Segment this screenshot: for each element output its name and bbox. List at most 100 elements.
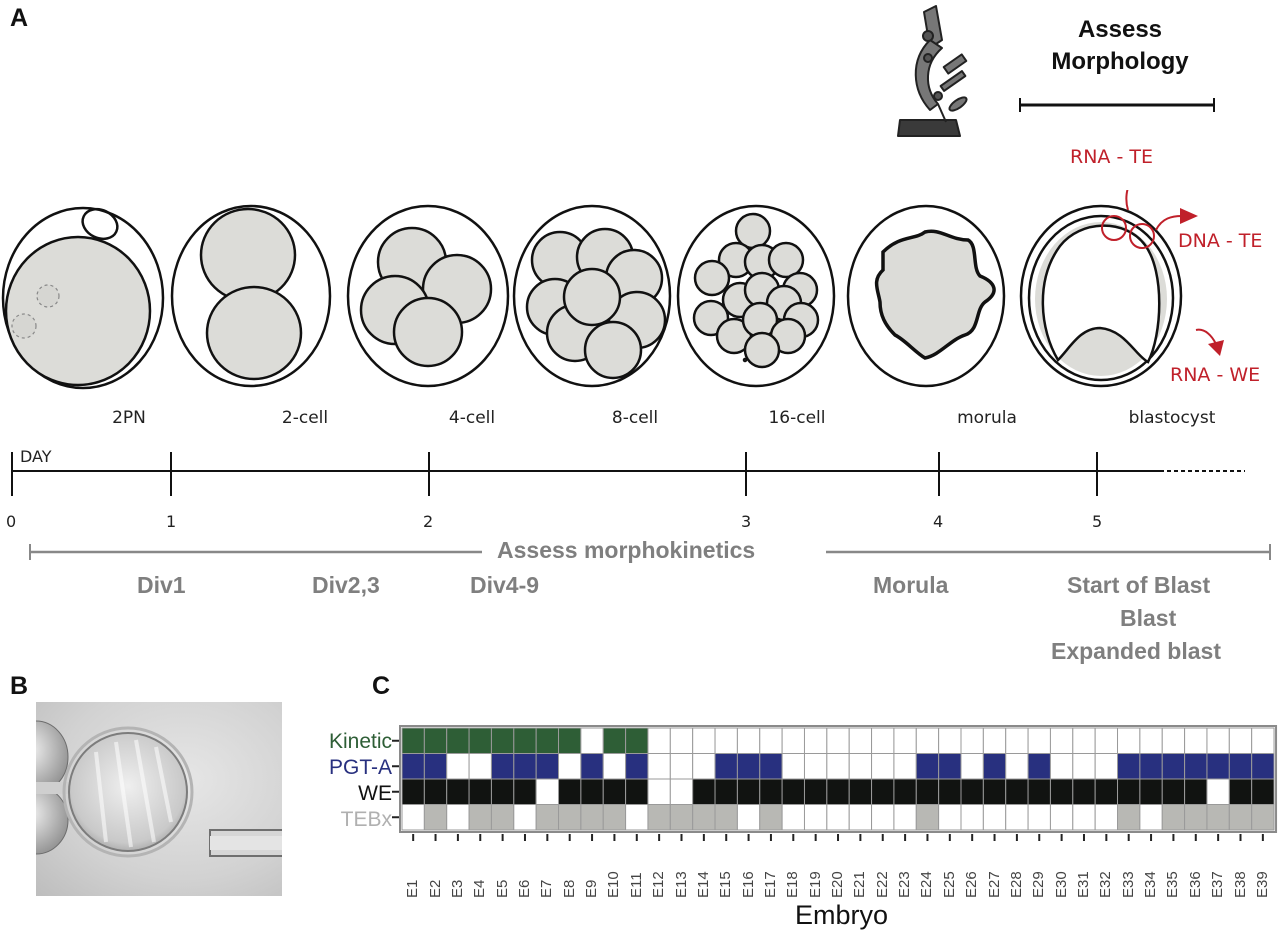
heatmap-cell-we-e12 [647, 778, 671, 805]
heatmap-cell-pgt-a-e11 [625, 753, 649, 780]
column-label-e4: E4 [471, 879, 489, 898]
heatmap-cell-pgt-a-e6 [513, 753, 537, 780]
heatmap-cell-pgt-a-e33 [1117, 753, 1141, 780]
panel-c-letter: C [372, 672, 391, 700]
heatmap-cell-kinetic-e16 [736, 727, 761, 754]
heatmap-cell-tebx-e9 [580, 804, 604, 831]
heatmap-cell-pgt-a-e14 [692, 753, 716, 780]
heatmap-cell-pgt-a-e2 [423, 753, 448, 780]
assess-morphology-line-2: Morphology [1051, 48, 1189, 75]
column-label-e23: E23 [896, 871, 914, 898]
heatmap-cell-kinetic-e6 [513, 727, 537, 754]
heatmap-cell-we-e39 [1251, 778, 1275, 805]
row-label-tebx: TEBx [340, 808, 392, 831]
heatmap-cell-pgt-a-e18 [781, 753, 805, 780]
heatmap-cell-pgt-a-e32 [1094, 753, 1119, 780]
heatmap-cell-tebx-e6 [513, 804, 537, 831]
heatmap-cell-we-e32 [1094, 778, 1119, 805]
heatmap-cell-pgt-a-e26 [960, 753, 984, 780]
day-tick-1: 1 [166, 512, 177, 531]
day-tick-3: 3 [741, 512, 752, 531]
heatmap-cell-kinetic-e9 [580, 727, 604, 754]
heatmap-cell-pgt-a-e38 [1228, 753, 1253, 780]
heatmap-cell-tebx-e28 [1005, 804, 1029, 831]
stage-label-16-cell: 16-cell [768, 408, 826, 428]
stage-blastocyst-drawing [1019, 204, 1183, 388]
rna-te-label: RNA - TE [1070, 146, 1153, 168]
heatmap-cell-we-e4 [468, 778, 492, 805]
heatmap-cell-pgt-a-e3 [446, 753, 470, 780]
day-tick-5: 5 [1092, 512, 1103, 531]
column-label-e19: E19 [806, 871, 824, 898]
heatmap-cell-kinetic-e36 [1184, 727, 1208, 754]
heatmap-cell-we-e14 [692, 778, 716, 805]
heatmap-cell-kinetic-e38 [1228, 727, 1253, 754]
heatmap-cell-we-e27 [982, 778, 1007, 805]
heatmap-cell-tebx-e24 [915, 804, 940, 831]
column-label-e10: E10 [605, 871, 623, 898]
day-tick-4: 4 [933, 512, 944, 531]
assess-morphology-line-1: Assess [1077, 16, 1163, 43]
heatmap-cell-kinetic-e32 [1094, 727, 1119, 754]
heatmap-cell-tebx-e36 [1184, 804, 1208, 831]
event-div4-9: Div4-9 [470, 572, 540, 598]
heatmap-cell-tebx-e32 [1094, 804, 1119, 831]
heatmap-cell-kinetic-e33 [1117, 727, 1141, 754]
dna-te-label: DNA - TE [1178, 230, 1263, 252]
heatmap-cell-kinetic-e34 [1139, 727, 1163, 754]
event-expanded-blast: Expanded blast [1051, 638, 1221, 664]
heatmap-cell-kinetic-e1 [401, 727, 425, 754]
stage-morula-drawing [846, 204, 1006, 388]
heatmap-cell-we-e2 [423, 778, 448, 805]
heatmap-cell-kinetic-e29 [1027, 727, 1051, 754]
heatmap-cell-we-e24 [915, 778, 940, 805]
heatmap-cell-pgt-a-e4 [468, 753, 492, 780]
heatmap-cell-we-e19 [803, 778, 828, 805]
heatmap-cell-tebx-e20 [826, 804, 850, 831]
heatmap-cell-tebx-e2 [423, 804, 448, 831]
stage-label-8-cell: 8-cell [611, 408, 659, 428]
heatmap-cell-kinetic-e17 [759, 727, 783, 754]
heatmap-cell-pgt-a-e36 [1184, 753, 1208, 780]
column-label-e37: E37 [1209, 871, 1227, 898]
heatmap-cell-tebx-e38 [1228, 804, 1253, 831]
heatmap-cell-pgt-a-e12 [647, 753, 671, 780]
embryo-heatmap [392, 725, 1278, 841]
heatmap-cell-kinetic-e7 [535, 727, 560, 754]
heatmap-cell-tebx-e1 [401, 804, 425, 831]
column-label-e38: E38 [1231, 871, 1249, 898]
heatmap-cell-kinetic-e4 [468, 727, 492, 754]
heatmap-cell-pgt-a-e8 [558, 753, 582, 780]
blastocyst-micrograph [36, 702, 282, 896]
heatmap-cell-kinetic-e21 [848, 727, 873, 754]
event-div2-3: Div2,3 [312, 572, 380, 598]
day-tick-2: 2 [423, 512, 434, 531]
heatmap-cell-we-e13 [669, 778, 694, 805]
heatmap-cell-pgt-a-e5 [490, 753, 515, 780]
heatmap-cell-kinetic-e31 [1072, 727, 1096, 754]
heatmap-cell-pgt-a-e19 [803, 753, 828, 780]
heatmap-cell-pgt-a-e17 [759, 753, 783, 780]
heatmap-cell-tebx-e10 [602, 804, 627, 831]
column-label-e18: E18 [784, 871, 802, 898]
column-label-e17: E17 [761, 871, 779, 898]
heatmap-cell-pgt-a-e30 [1049, 753, 1074, 780]
heatmap-cell-pgt-a-e7 [535, 753, 560, 780]
heatmap-cell-pgt-a-e27 [982, 753, 1007, 780]
assess-morphology-bracket [1019, 98, 1215, 112]
heatmap-cell-we-e34 [1139, 778, 1163, 805]
heatmap-cell-we-e5 [490, 778, 515, 805]
day-axis-label: DAY [20, 447, 52, 466]
panel-a-letter: A [10, 4, 29, 32]
column-label-e27: E27 [985, 871, 1003, 898]
heatmap-cell-pgt-a-e9 [580, 753, 604, 780]
heatmap-cell-tebx-e23 [893, 804, 917, 831]
heatmap-cell-we-e37 [1206, 778, 1230, 805]
heatmap-cell-pgt-a-e31 [1072, 753, 1096, 780]
heatmap-cell-we-e18 [781, 778, 805, 805]
heatmap-cell-tebx-e29 [1027, 804, 1051, 831]
heatmap-cell-kinetic-e10 [602, 727, 627, 754]
heatmap-cell-tebx-e14 [692, 804, 716, 831]
heatmap-cell-tebx-e11 [625, 804, 649, 831]
heatmap-cell-kinetic-e28 [1005, 727, 1029, 754]
